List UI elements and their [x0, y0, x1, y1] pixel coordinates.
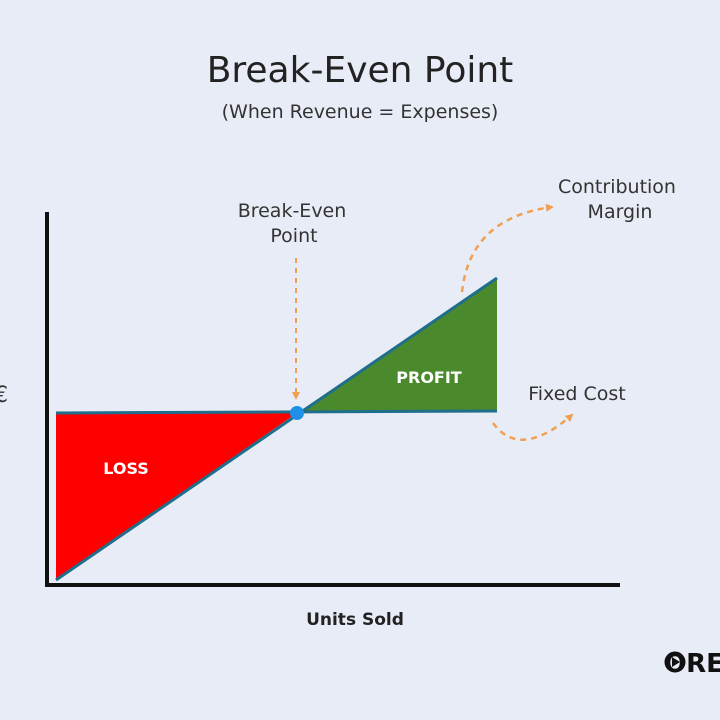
y-axis-label-partial: €: [0, 383, 8, 408]
break-even-label-line2: Point: [270, 225, 317, 247]
diagram-title: Break-Even Point: [206, 50, 514, 91]
fixed-cost-arrow: [491, 413, 574, 441]
revenue-line: [55, 276, 498, 582]
brand-logo: ORE: [664, 649, 720, 679]
logo-text: ORE: [664, 649, 720, 679]
fixed-cost-label: Fixed Cost: [528, 383, 626, 405]
x-axis-label: Units Sold: [306, 610, 404, 630]
break-even-dot: [290, 406, 304, 420]
contribution-margin-label-line2: Margin: [588, 201, 653, 223]
contribution-margin-label-line1: Contribution: [558, 176, 676, 198]
fixed-cost-line: [55, 409, 498, 415]
contribution-margin-arrow: [460, 203, 554, 293]
diagram-subtitle: (When Revenue = Expenses): [221, 101, 499, 123]
loss-label: LOSS: [103, 459, 149, 478]
profit-label: PROFIT: [396, 368, 462, 387]
break-even-label-line1: Break-Even: [238, 200, 347, 222]
